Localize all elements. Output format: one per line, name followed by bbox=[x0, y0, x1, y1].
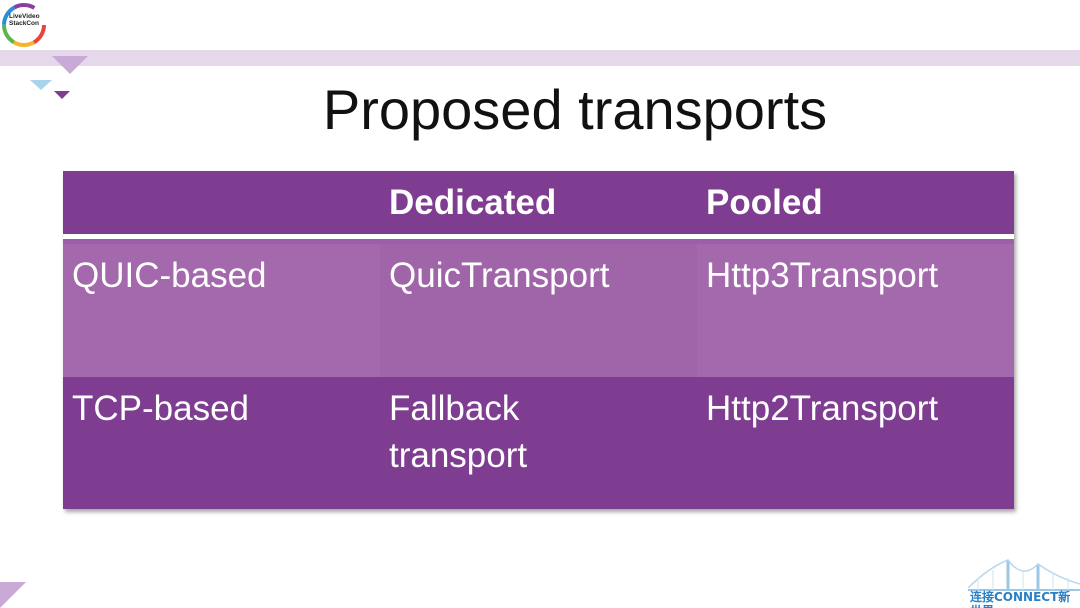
transports-table: Dedicated Pooled QUIC-based QuicTranspor… bbox=[63, 171, 1014, 509]
table-cell: Http2Transport bbox=[706, 389, 939, 428]
logo-line-2: StackCon bbox=[9, 20, 39, 27]
logo-line-1: LiveVideo bbox=[9, 13, 40, 20]
table-row: QUIC-based QuicTransport Http3Transport bbox=[63, 244, 1014, 377]
slide-title: Proposed transports bbox=[322, 78, 828, 141]
triangle-decoration-icon bbox=[30, 56, 88, 99]
table-cell: Fallback transport bbox=[389, 389, 528, 475]
corner-triangle-icon bbox=[0, 582, 26, 608]
header-cell-empty bbox=[72, 171, 372, 234]
table-cell: Http3Transport bbox=[706, 256, 939, 295]
table-header-row: Dedicated Pooled bbox=[63, 171, 1014, 239]
table-cell: QuicTransport bbox=[389, 256, 610, 295]
table-cell: QUIC-based bbox=[72, 256, 267, 295]
footer-slogan: 连接CONNECT新世界 bbox=[970, 590, 1071, 608]
logo-text: LiveVideo StackCon bbox=[9, 13, 40, 27]
livevideostackcon-logo-icon bbox=[2, 3, 46, 47]
header-band bbox=[0, 50, 1080, 66]
header-cell-dedicated: Dedicated bbox=[389, 183, 557, 222]
table-cell: TCP-based bbox=[72, 389, 250, 428]
header-cell-pooled: Pooled bbox=[706, 183, 823, 222]
table-row: TCP-based Fallback transport Http2Transp… bbox=[63, 377, 1014, 509]
bridge-illustration-icon bbox=[968, 559, 1080, 591]
